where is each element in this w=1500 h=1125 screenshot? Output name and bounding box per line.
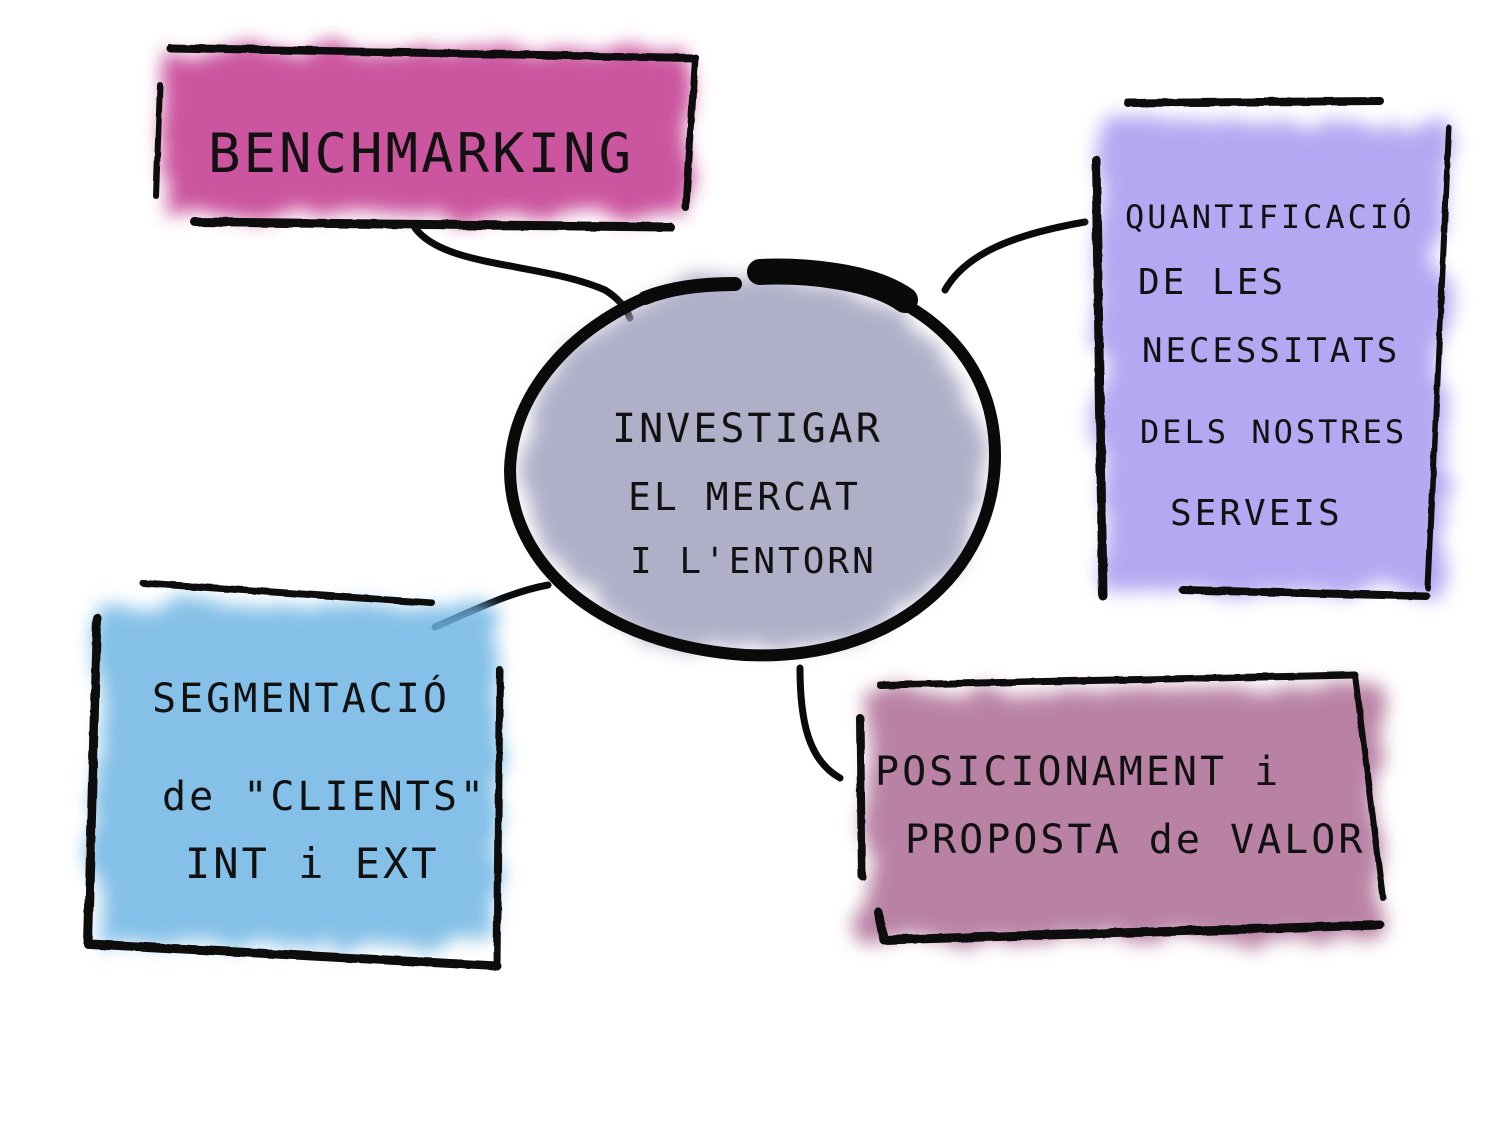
node-quantificacio-fill [1100, 120, 1445, 590]
node-benchmarking-text: BENCHMARKING [208, 122, 634, 185]
node-posicionament: POSICIONAMENT i PROPOSTA de VALOR [856, 671, 1386, 945]
node-quantificacio-line: DE LES [1138, 262, 1286, 303]
node-posicionament-line: PROPOSTA de VALOR [905, 817, 1365, 863]
node-center: INVESTIGAR EL MERCAT I L'ENTORN [504, 258, 1001, 662]
node-center-line: I L'ENTORN [630, 541, 877, 582]
node-benchmarking: BENCHMARKING [153, 44, 699, 232]
node-quantificacio-border [1091, 97, 1452, 601]
node-posicionament-fill [862, 690, 1377, 940]
node-benchmarking-border [153, 44, 699, 232]
node-center-line: EL MERCAT [628, 475, 861, 519]
node-benchmarking-fill [162, 50, 687, 215]
node-quantificacio: QUANTIFICACIÓ DE LES NECESSITATS DELS NO… [1091, 97, 1452, 601]
node-center-text: INVESTIGAR EL MERCAT I L'ENTORN [612, 406, 895, 582]
node-segmentacio-line: SEGMENTACIÓ [152, 674, 450, 722]
node-center-line: INVESTIGAR [612, 406, 883, 452]
node-benchmarking-line: BENCHMARKING [208, 122, 634, 185]
connector-quantificacio [941, 218, 1089, 294]
node-segmentacio-line: de "CLIENTS" [162, 774, 487, 820]
node-quantificacio-line: SERVEIS [1170, 493, 1343, 534]
node-center-fill [525, 275, 985, 655]
node-segmentacio-line: INT i EXT [185, 839, 440, 888]
node-segmentacio-text: SEGMENTACIÓ de "CLIENTS" INT i EXT [152, 674, 500, 888]
node-quantificacio-text: QUANTIFICACIÓ DE LES NECESSITATS DELS NO… [1125, 197, 1427, 534]
node-quantificacio-line: DELS NOSTRES [1140, 413, 1407, 451]
node-posicionament-text: POSICIONAMENT i PROPOSTA de VALOR [875, 749, 1365, 863]
node-segmentacio-border [83, 579, 504, 971]
node-segmentacio: SEGMENTACIÓ de "CLIENTS" INT i EXT [83, 579, 504, 971]
node-quantificacio-line: QUANTIFICACIÓ [1125, 197, 1414, 236]
node-quantificacio-line: NECESSITATS [1142, 331, 1400, 371]
connector-benchmarking [411, 224, 634, 322]
node-center-border [504, 258, 1001, 662]
node-segmentacio-fill [98, 605, 498, 945]
node-posicionament-border [856, 671, 1386, 945]
connector-posicionament [796, 664, 844, 782]
node-posicionament-line: POSICIONAMENT i [875, 749, 1281, 795]
